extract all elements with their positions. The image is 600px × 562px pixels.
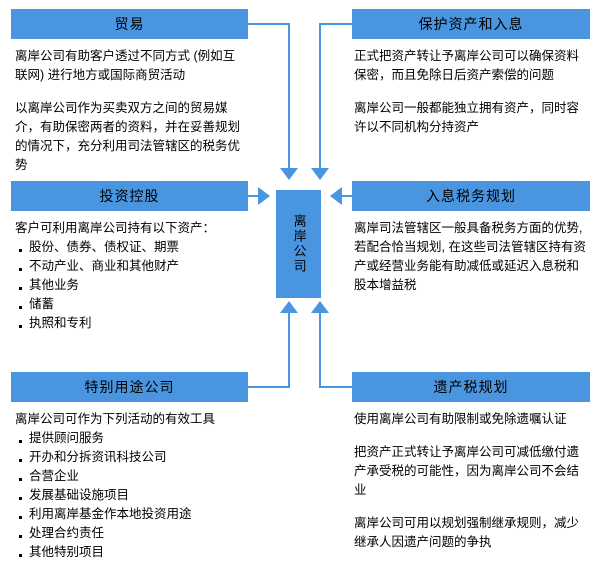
panel-trade: 贸易 离岸公司有助客户透过不同方式 (例如互联网) 进行地方或国际商贸活动 以离… — [11, 9, 248, 175]
list-item: 执照和专利 — [15, 314, 246, 333]
list-item: 其他业务 — [15, 276, 246, 295]
list-item: 开办和分拆资讯科技公司 — [15, 448, 246, 467]
panel-income-tax-planning-body: 离岸司法管辖区一般具备税务方面的优势, 若配合恰当规划, 在这些司法管辖区持有资… — [352, 211, 590, 295]
connector-estate-tax-planning-to-center-horizontal — [319, 386, 353, 388]
list-item: 处理合约责任 — [15, 524, 246, 543]
panel-trade-body: 离岸公司有助客户透过不同方式 (例如互联网) 进行地方或国际商贸活动 以离岸公司… — [11, 39, 248, 175]
panel-income-tax-planning-title: 入息税务规划 — [352, 181, 590, 211]
panel-special-purpose: 特别用途公司 离岸公司可作为下列活动的有效工具 提供顾问服务 开办和分拆资讯科技… — [11, 372, 248, 562]
connector-trade-to-center-vertical — [288, 23, 290, 169]
list-item: 股份、债券、债权证、期票 — [15, 238, 246, 257]
panel-estate-tax-planning-paragraph-3: 离岸公司可用以规划强制继承规则，减少继承人因遗产问题的争执 — [354, 516, 580, 549]
connector-trade-to-center-horizontal — [248, 23, 290, 25]
list-item: 合营企业 — [15, 467, 246, 486]
panel-investment-holding-body: 客户可利用离岸公司持有以下资产： 股份、债券、债权证、期票 不动产业、商业和其他… — [11, 211, 248, 333]
connector-special-purpose-to-center-horizontal — [248, 386, 290, 388]
arrow-up-icon — [280, 301, 298, 313]
connector-special-purpose-to-center-vertical — [288, 312, 290, 388]
panel-estate-tax-planning-paragraph-1: 使用离岸公司有助限制或免除遗嘱认证 — [354, 412, 567, 426]
center-node-offshore-company: 离岸公司 — [276, 190, 321, 298]
connector-income-tax-planning-to-center — [339, 195, 353, 197]
panel-estate-tax-planning: 遗产税规划 使用离岸公司有助限制或免除遗嘱认证 把资产正式转让予离岸公司可减低缴… — [352, 372, 590, 552]
connector-asset-protection-to-center-horizontal — [319, 23, 353, 25]
panel-special-purpose-list: 提供顾问服务 开办和分拆资讯科技公司 合营企业 发展基础设施项目 利用离岸基金作… — [15, 429, 246, 562]
panel-income-tax-planning: 入息税务规划 离岸司法管辖区一般具备税务方面的优势, 若配合恰当规划, 在这些司… — [352, 181, 590, 295]
list-item: 不动产业、商业和其他财产 — [15, 257, 246, 276]
arrow-up-icon — [311, 301, 329, 313]
panel-estate-tax-planning-title: 遗产税规划 — [352, 372, 590, 402]
list-item: 储蓄 — [15, 295, 246, 314]
panel-investment-holding-intro: 客户可利用离岸公司持有以下资产： — [15, 221, 216, 235]
panel-asset-protection-title: 保护资产和入息 — [352, 9, 590, 39]
panel-trade-paragraph-1: 离岸公司有助客户透过不同方式 (例如互联网) 进行地方或国际商贸活动 — [15, 49, 236, 82]
panel-investment-holding-title: 投资控股 — [11, 181, 248, 211]
panel-trade-title: 贸易 — [11, 9, 248, 39]
panel-trade-paragraph-2: 以离岸公司作为买卖双方之间的贸易媒介，有助保密两者的资料，并在妥善规划的情况下，… — [15, 101, 241, 172]
panel-investment-holding-list: 股份、债券、债权证、期票 不动产业、商业和其他财产 其他业务 储蓄 执照和专利 — [15, 238, 246, 333]
panel-asset-protection: 保护资产和入息 正式把资产转让予离岸公司可以确保资料保密，而且免除日后资产索偿的… — [352, 9, 590, 137]
panel-special-purpose-title: 特别用途公司 — [11, 372, 248, 402]
panel-special-purpose-body: 离岸公司可作为下列活动的有效工具 提供顾问服务 开办和分拆资讯科技公司 合营企业… — [11, 402, 248, 562]
arrow-right-icon — [258, 187, 270, 205]
connector-estate-tax-planning-to-center-vertical — [319, 312, 321, 388]
panel-investment-holding: 投资控股 客户可利用离岸公司持有以下资产： 股份、债券、债权证、期票 不动产业、… — [11, 181, 248, 333]
panel-asset-protection-body: 正式把资产转让予离岸公司可以确保资料保密，而且免除日后资产索偿的问题 离岸公司一… — [352, 39, 590, 137]
list-item: 提供顾问服务 — [15, 429, 246, 448]
list-item: 发展基础设施项目 — [15, 486, 246, 505]
panel-asset-protection-paragraph-2: 离岸公司一般都能独立拥有资产，同时容许以不同机构分持资产 — [354, 101, 580, 134]
arrow-down-icon — [280, 168, 298, 180]
panel-estate-tax-planning-paragraph-2: 把资产正式转让予离岸公司可减低缴付遗产承受税的可能性，因为离岸公司不会结业 — [354, 445, 580, 497]
arrow-down-icon — [311, 168, 329, 180]
connector-asset-protection-to-center-vertical — [319, 23, 321, 169]
panel-asset-protection-paragraph-1: 正式把资产转让予离岸公司可以确保资料保密，而且免除日后资产索偿的问题 — [354, 49, 580, 82]
panel-estate-tax-planning-body: 使用离岸公司有助限制或免除遗嘱认证 把资产正式转让予离岸公司可减低缴付遗产承受税… — [352, 402, 590, 552]
arrow-left-icon — [330, 187, 342, 205]
list-item: 利用离岸基金作本地投资用途 — [15, 505, 246, 524]
panel-income-tax-planning-paragraph-1: 离岸司法管辖区一般具备税务方面的优势, 若配合恰当规划, 在这些司法管辖区持有资… — [354, 221, 586, 292]
connector-investment-holding-to-center — [248, 195, 262, 197]
list-item: 其他特别项目 — [15, 543, 246, 562]
panel-special-purpose-intro: 离岸公司可作为下列活动的有效工具 — [15, 412, 216, 426]
center-node-label: 离岸公司 — [291, 214, 307, 274]
